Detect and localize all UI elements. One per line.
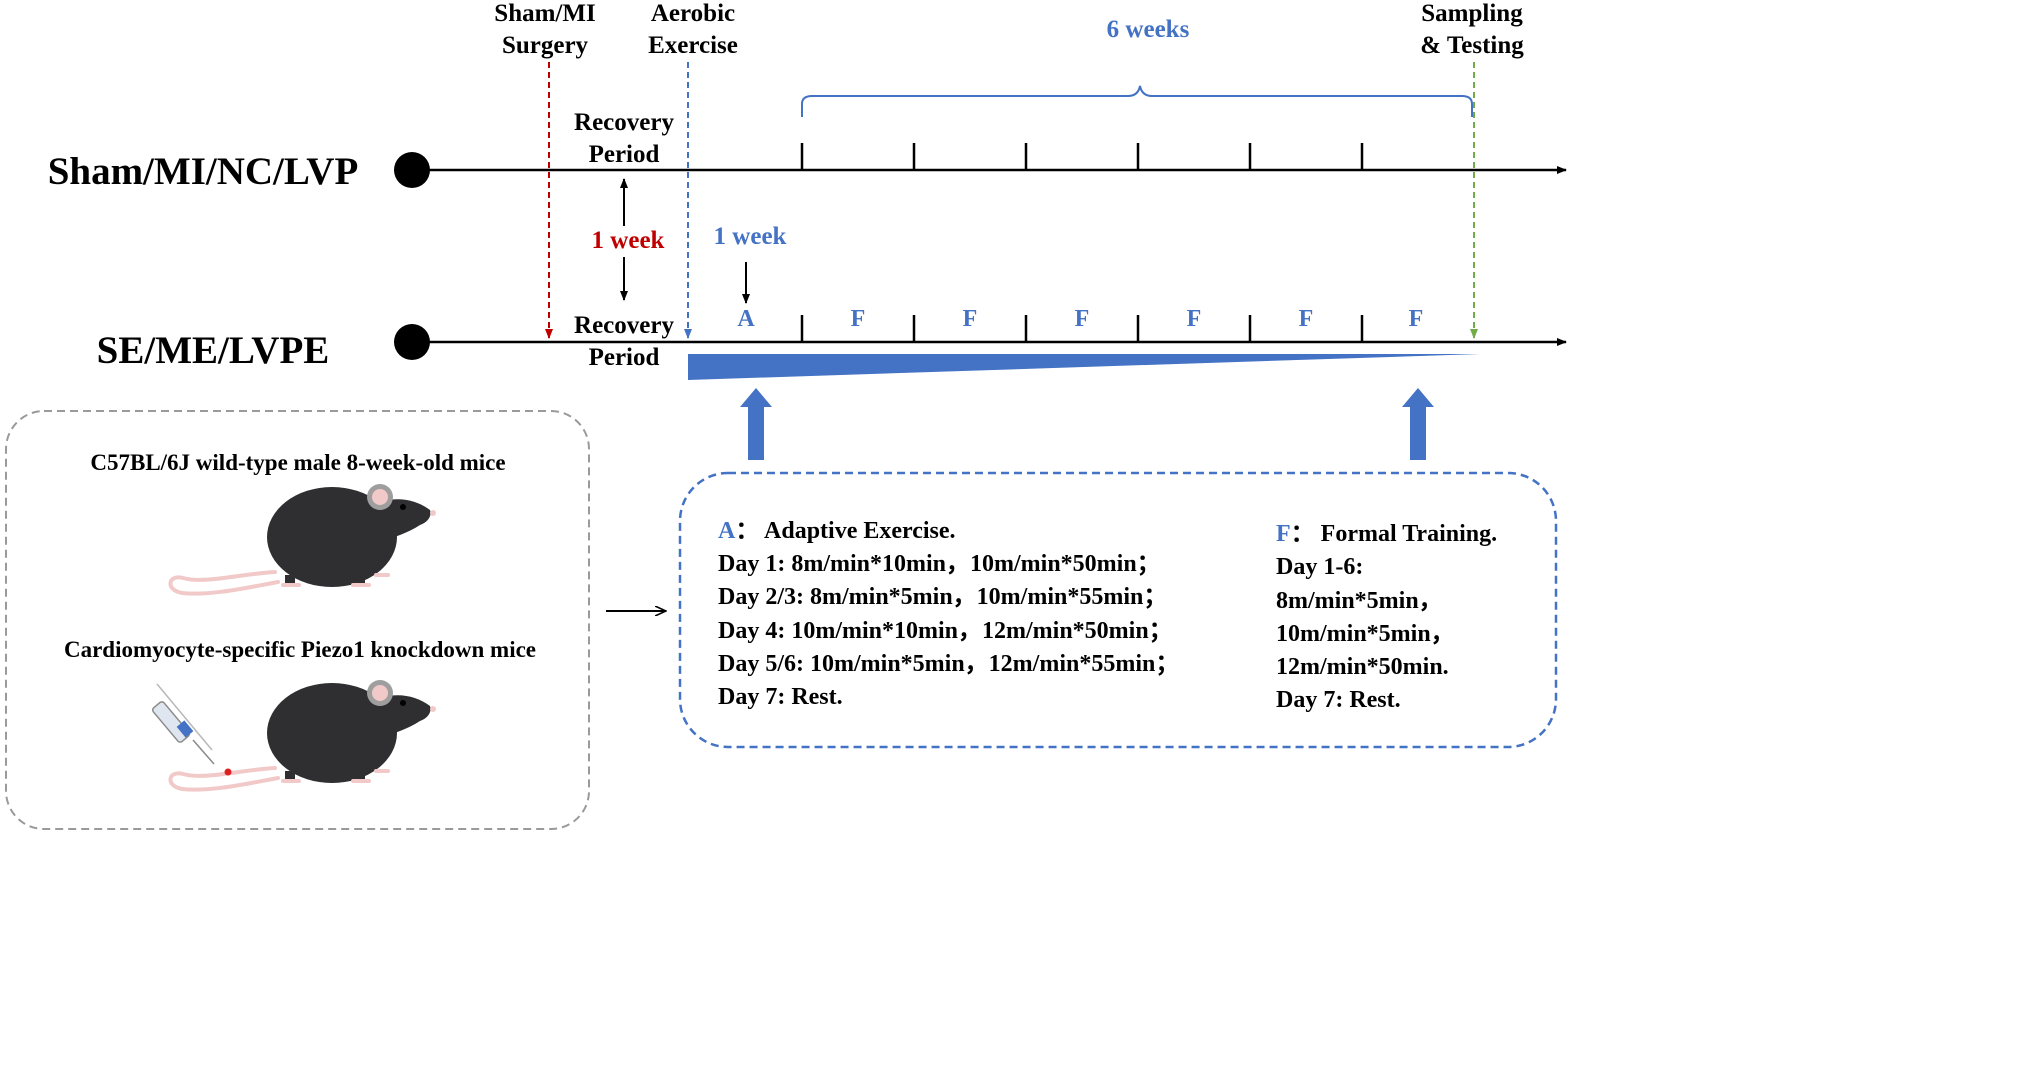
label-line: Recovery xyxy=(574,312,674,339)
adaptive-letter: A xyxy=(718,518,736,544)
adaptive-week-marker: A xyxy=(737,306,755,332)
formal-day-line: 10m/min*5min， xyxy=(1276,621,1455,647)
protocol-box-border xyxy=(678,471,1558,749)
surgery-event-label: Sham/MI Surgery xyxy=(494,0,595,59)
formal-day-line: 12m/min*50min. xyxy=(1276,654,1449,680)
mice-panel-border xyxy=(5,410,590,830)
label-line: Sham/MI xyxy=(494,0,595,27)
formal-week-marker: F xyxy=(851,306,866,332)
formal-week-marker: F xyxy=(1187,306,1202,332)
label-line: Exercise xyxy=(648,32,738,59)
formal-week-marker: F xyxy=(963,306,978,332)
label-line: Period xyxy=(589,344,660,371)
formal-day-line: Day 7: Rest. xyxy=(1276,687,1401,713)
adaptive-title: A： Adaptive Exercise. xyxy=(718,518,956,544)
label-line: Aerobic xyxy=(651,0,735,27)
mouse-icon xyxy=(168,680,436,792)
formal-week-marker: F xyxy=(1299,306,1314,332)
mouse-icon xyxy=(168,484,436,596)
adaptive-day-line: Day 4: 10m/min*10min，12m/min*50min； xyxy=(718,618,1173,644)
formal-letter: F xyxy=(1276,521,1291,547)
label-line: Surgery xyxy=(502,32,589,59)
duration-label: 6 weeks xyxy=(1107,16,1190,43)
six-week-brace xyxy=(801,85,1473,117)
adaptive-title-text: ： Adaptive Exercise. xyxy=(735,518,955,544)
formal-title-text: ： Formal Training. xyxy=(1291,521,1497,547)
label-line: Sampling xyxy=(1421,0,1523,27)
big-up-arrow xyxy=(1402,388,1434,460)
group-label: Sham/MI/NC/LVP xyxy=(48,150,359,193)
adaptive-day-line: Day 1: 8m/min*10min，10m/min*50min； xyxy=(718,551,1161,577)
label-line: & Testing xyxy=(1420,32,1524,59)
adaptive-day-line: Day 7: Rest. xyxy=(718,684,843,710)
adaptive-day-line: Day 5/6: 10m/min*5min，12m/min*55min； xyxy=(718,651,1179,677)
label-line: Recovery xyxy=(574,109,674,136)
intensity-wedge xyxy=(688,354,1480,380)
formal-week-marker: F xyxy=(1409,306,1424,332)
syringe-icon xyxy=(151,683,215,765)
group-label: SE/ME/LVPE xyxy=(97,329,330,372)
big-up-arrow xyxy=(740,388,772,460)
formal-title: F： Formal Training. xyxy=(1276,521,1497,547)
formal-day-line: Day 1-6: xyxy=(1276,554,1363,580)
mice-title-wildtype: C57BL/6J wild-type male 8-week-old mice xyxy=(90,450,505,475)
formal-week-marker: F xyxy=(1075,306,1090,332)
recovery-interval-label: 1 week xyxy=(592,227,665,254)
sampling-event-label: Sampling & Testing xyxy=(1420,0,1524,59)
week-ticks xyxy=(800,143,1364,170)
adaptive-interval-label: 1 week xyxy=(714,223,787,250)
label-line: Period xyxy=(589,141,660,168)
mice-title-knockdown: Cardiomyocyte-specific Piezo1 knockdown … xyxy=(64,637,536,662)
adaptive-day-line: Day 2/3: 8m/min*5min，10m/min*55min； xyxy=(718,584,1167,610)
week-ticks xyxy=(800,315,1364,342)
formal-day-line: 8m/min*5min， xyxy=(1276,588,1443,614)
